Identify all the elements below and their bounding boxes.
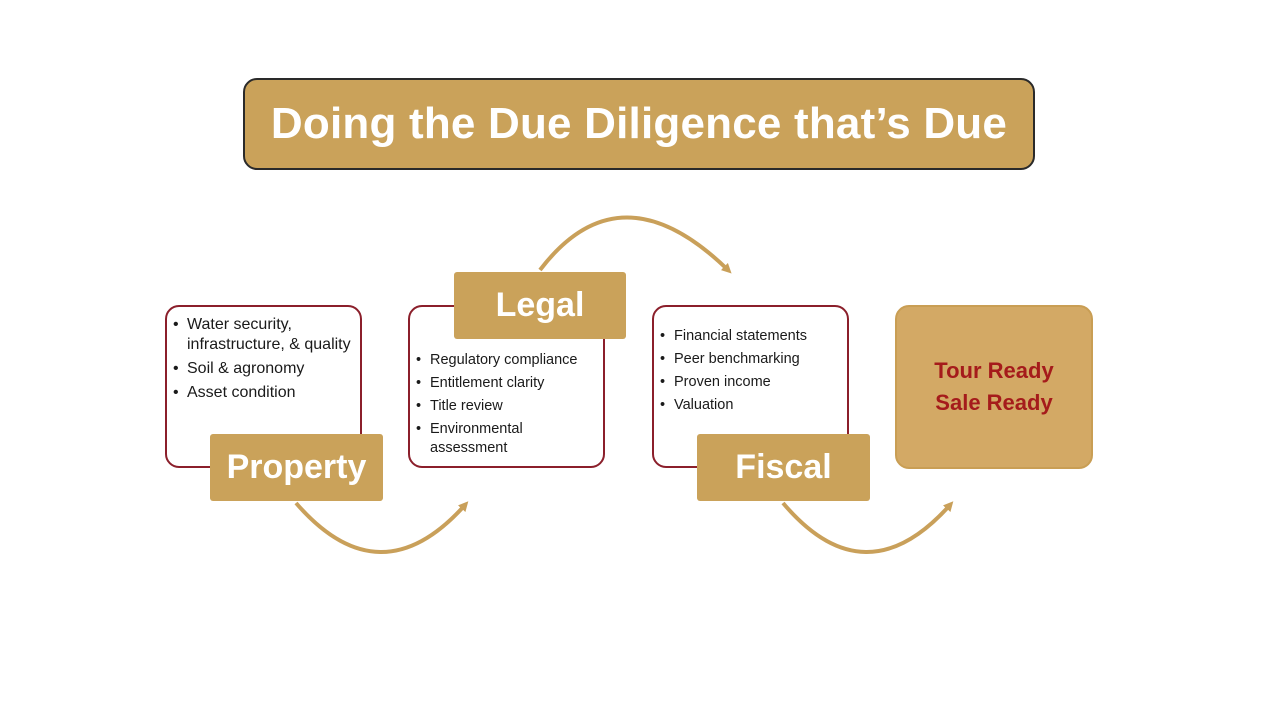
- list-item: Soil & agronomy: [173, 359, 357, 379]
- arrow-fiscal-to-outcome: [781, 501, 954, 554]
- list-item: Regulatory compliance: [416, 351, 604, 370]
- list-item: Peer benchmarking: [660, 350, 848, 369]
- list-item: Valuation: [660, 396, 848, 415]
- list-item: Asset condition: [173, 383, 357, 403]
- fiscal-items: Financial statements Peer benchmarking P…: [660, 327, 848, 419]
- outcome-box: Tour Ready Sale Ready: [895, 305, 1093, 469]
- page-title: Doing the Due Diligence that’s Due: [270, 99, 1008, 148]
- list-item: Entitlement clarity: [416, 374, 604, 393]
- legal-label: Legal: [454, 272, 626, 339]
- outcome-line-1: Tour Ready: [934, 358, 1054, 383]
- list-item: Title review: [416, 397, 604, 416]
- arrow-property-to-legal: [294, 501, 469, 554]
- list-item: Proven income: [660, 373, 848, 392]
- fiscal-label: Fiscal: [697, 434, 870, 501]
- arrow-legal-to-fiscal: [538, 215, 732, 274]
- title-banner: Doing the Due Diligence that’s Due: [243, 78, 1035, 170]
- list-item: Financial statements: [660, 327, 848, 346]
- legal-items: Regulatory compliance Entitlement clarit…: [416, 351, 604, 462]
- outcome-line-2: Sale Ready: [935, 390, 1053, 415]
- list-item: Water security, infrastructure, & qualit…: [173, 315, 357, 355]
- property-label: Property: [210, 434, 383, 501]
- list-item: Environmental assessment: [416, 420, 604, 458]
- property-items: Water security, infrastructure, & qualit…: [173, 315, 357, 407]
